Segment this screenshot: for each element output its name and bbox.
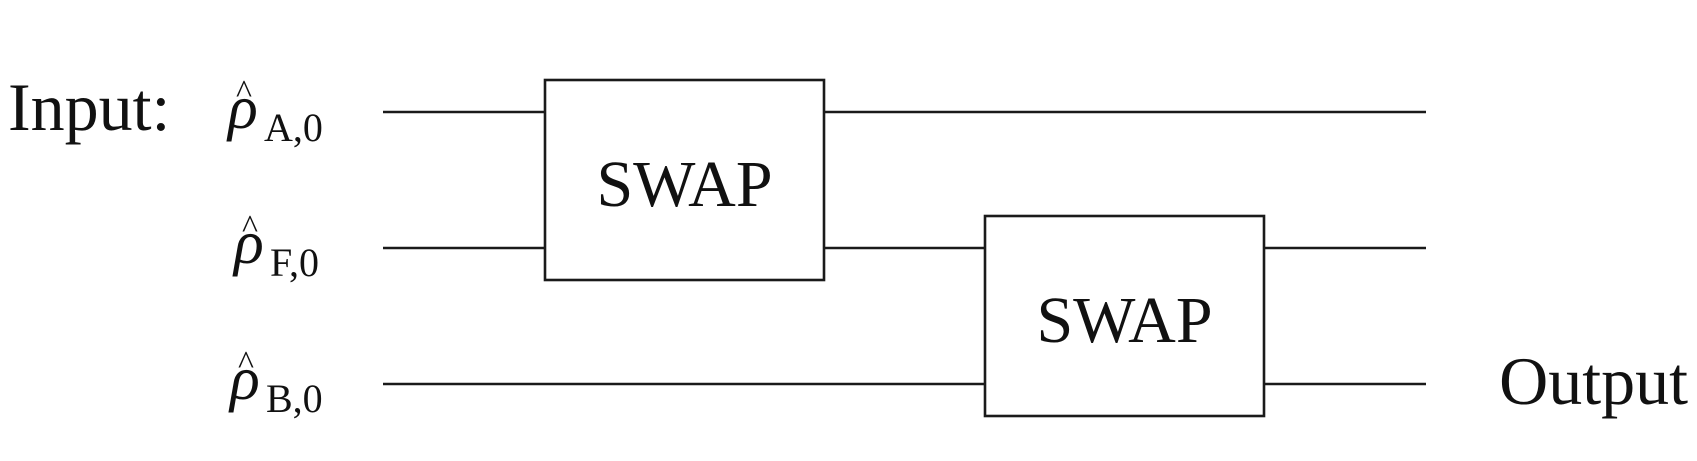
input-state-a: ^ ρ A,0 [226,74,323,150]
hat-b: ^ [238,345,254,382]
rho-f: ρ [232,209,264,277]
subscript-f: F,0 [270,240,319,285]
swap-gate-2-box [983,214,1266,418]
subscript-a: A,0 [264,105,323,150]
hat-a: ^ [236,74,252,111]
subscript-b: B,0 [266,376,323,421]
swap-gate-2-label: SWAP [1036,284,1212,357]
swap-gate-1-label: SWAP [596,148,772,221]
input-state-b: ^ ρ B,0 [228,345,323,421]
input-state-f: ^ ρ F,0 [232,209,319,285]
swap-gate-1: SWAP [543,78,826,282]
wires [383,110,1426,386]
rho-a: ρ [226,74,258,142]
rho-b: ρ [228,345,260,413]
output-label: Output [1499,343,1688,419]
swap-gate-1-box [543,78,826,282]
swap-gate-2: SWAP [983,214,1266,418]
hat-f: ^ [242,209,258,246]
input-label: Input: [8,69,170,145]
